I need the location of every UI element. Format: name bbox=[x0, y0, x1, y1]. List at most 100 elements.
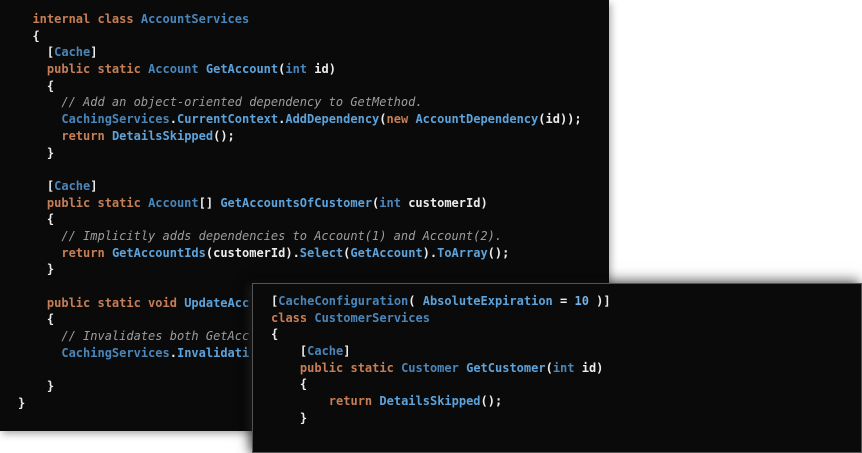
code-token-p: )] bbox=[588, 294, 611, 308]
code-token-p: { bbox=[271, 377, 308, 392]
code-line: return DetailsSkipped(); bbox=[271, 393, 861, 410]
code-token-p: ( bbox=[545, 360, 553, 375]
code-token-c: // Invalidates both GetAcc bbox=[18, 329, 250, 344]
code-token-p: } bbox=[18, 145, 55, 160]
code-token-p: [ bbox=[271, 344, 308, 359]
code-line bbox=[18, 161, 609, 178]
code-token-p: ( bbox=[408, 294, 423, 308]
code-token-t: CachingServices bbox=[61, 112, 170, 127]
code-token-m: AddDependency bbox=[285, 112, 380, 127]
code-token-c: // Add an object-oriented dependency to … bbox=[18, 95, 423, 110]
code-window-customerservices: [CacheConfiguration( AbsoluteExpiration … bbox=[252, 283, 862, 453]
code-line: class CustomerServices bbox=[271, 310, 861, 327]
code-token-p: . bbox=[169, 345, 177, 360]
code-token-t: Cache bbox=[54, 178, 91, 193]
code-token-p bbox=[105, 129, 112, 143]
code-token-k: public static bbox=[299, 360, 394, 375]
code-token-p bbox=[141, 62, 148, 76]
code-token-m: Select bbox=[299, 245, 344, 260]
code-line: [Cache] bbox=[271, 343, 861, 360]
code-token-p: ] bbox=[90, 45, 98, 60]
code-line: { bbox=[18, 78, 609, 95]
code-token-p: { bbox=[18, 28, 40, 43]
code-token-p: (); bbox=[487, 245, 510, 260]
code-line: CachingServices.CurrentContext.AddDepend… bbox=[18, 111, 609, 128]
code-token-p bbox=[18, 246, 61, 260]
code-token-k: public static bbox=[46, 62, 141, 77]
code-token-p: } bbox=[271, 410, 308, 425]
code-line: public static Account GetAccount(int id) bbox=[18, 61, 609, 78]
code-token-m: CurrentContext bbox=[176, 112, 279, 127]
code-token-p: ( bbox=[379, 112, 387, 127]
code-token-p: [ bbox=[18, 45, 55, 60]
code-token-k: class bbox=[271, 310, 308, 325]
code-token-p: ] bbox=[343, 344, 351, 359]
code-token-t: CachingServices bbox=[61, 345, 170, 360]
code-token-k: return bbox=[61, 128, 105, 143]
code-token-k: internal class bbox=[32, 12, 134, 26]
code-line: { bbox=[18, 211, 609, 228]
code-line: [Cache] bbox=[18, 178, 609, 195]
code-token-t: int bbox=[379, 195, 401, 210]
code-token-p: (); bbox=[213, 128, 235, 143]
code-token-p: id) bbox=[307, 62, 336, 77]
code-token-m: ToArray bbox=[437, 245, 488, 260]
code-token-p: ( bbox=[372, 195, 380, 210]
code-token-p: } bbox=[18, 379, 55, 394]
code-line: } bbox=[271, 410, 861, 427]
code-line: public static Account[] GetAccountsOfCus… bbox=[18, 195, 609, 212]
code-token-k: return bbox=[328, 394, 373, 409]
code-token-m: GetAccountsOfCustomer bbox=[220, 195, 373, 210]
code-token-p bbox=[105, 246, 112, 260]
code-token-p: [] bbox=[198, 195, 221, 210]
code-token-p: (customerId). bbox=[205, 245, 300, 260]
code-token-p bbox=[141, 196, 148, 210]
code-token-p bbox=[18, 196, 47, 210]
code-token-m: GetAccountIds bbox=[111, 245, 206, 260]
code-token-k: public static bbox=[46, 195, 141, 210]
code-token-m: AccountDependency bbox=[415, 112, 539, 127]
code-token-t: Cache bbox=[307, 344, 344, 359]
code-token-p: { bbox=[271, 327, 279, 342]
code-line: { bbox=[271, 326, 861, 343]
code-token-p bbox=[18, 62, 47, 76]
code-token-p: (id)); bbox=[538, 112, 582, 127]
code-line: CachingServices.Invalidati bbox=[18, 345, 609, 362]
code-line: public static void UpdateAcc bbox=[18, 295, 609, 312]
code-token-p: [ bbox=[271, 294, 279, 308]
code-line: [CacheConfiguration( AbsoluteExpiration … bbox=[271, 293, 861, 310]
code-token-p: . bbox=[169, 112, 177, 127]
code-token-p: { bbox=[18, 312, 55, 327]
code-line: { bbox=[18, 311, 609, 328]
code-token-m: Invalidati bbox=[176, 345, 250, 360]
code-token-k: return bbox=[61, 245, 105, 260]
code-token-p: ). bbox=[422, 245, 438, 260]
code-line: // Invalidates both GetAcc bbox=[18, 328, 609, 345]
code-token-p: customerId) bbox=[400, 195, 488, 210]
code-token-t: int bbox=[285, 62, 308, 77]
code-token-p: . bbox=[278, 112, 286, 127]
code-line: return DetailsSkipped(); bbox=[18, 128, 609, 145]
code-token-m: GetCustomer bbox=[466, 360, 546, 375]
code-token-c: // Implicitly adds dependencies to Accou… bbox=[18, 228, 503, 243]
code-line: // Add an object-oriented dependency to … bbox=[18, 94, 609, 111]
code-token-p: } bbox=[18, 395, 26, 410]
code-line: public static Customer GetCustomer(int i… bbox=[271, 360, 861, 377]
code-token-p: { bbox=[18, 78, 55, 93]
code-line: // Implicitly adds dependencies to Accou… bbox=[18, 228, 609, 245]
code-token-m: DetailsSkipped bbox=[111, 128, 214, 143]
code-line: } bbox=[18, 145, 609, 162]
code-token-p bbox=[459, 361, 466, 375]
code-token-k: new bbox=[386, 112, 409, 127]
code-token-t: int bbox=[552, 360, 575, 375]
code-token-t: Account bbox=[148, 195, 199, 210]
code-token-m: GetAccount bbox=[350, 245, 423, 260]
code-line: internal class AccountServices bbox=[18, 11, 609, 28]
code-token-p bbox=[18, 12, 32, 26]
code-line: { bbox=[18, 28, 609, 45]
code-line: return GetAccountIds(customerId).Select (… bbox=[18, 245, 609, 262]
code-line: } bbox=[18, 378, 609, 395]
code-token-p: id) bbox=[574, 360, 604, 375]
code-token-m: AbsoluteExpiration bbox=[422, 294, 553, 308]
